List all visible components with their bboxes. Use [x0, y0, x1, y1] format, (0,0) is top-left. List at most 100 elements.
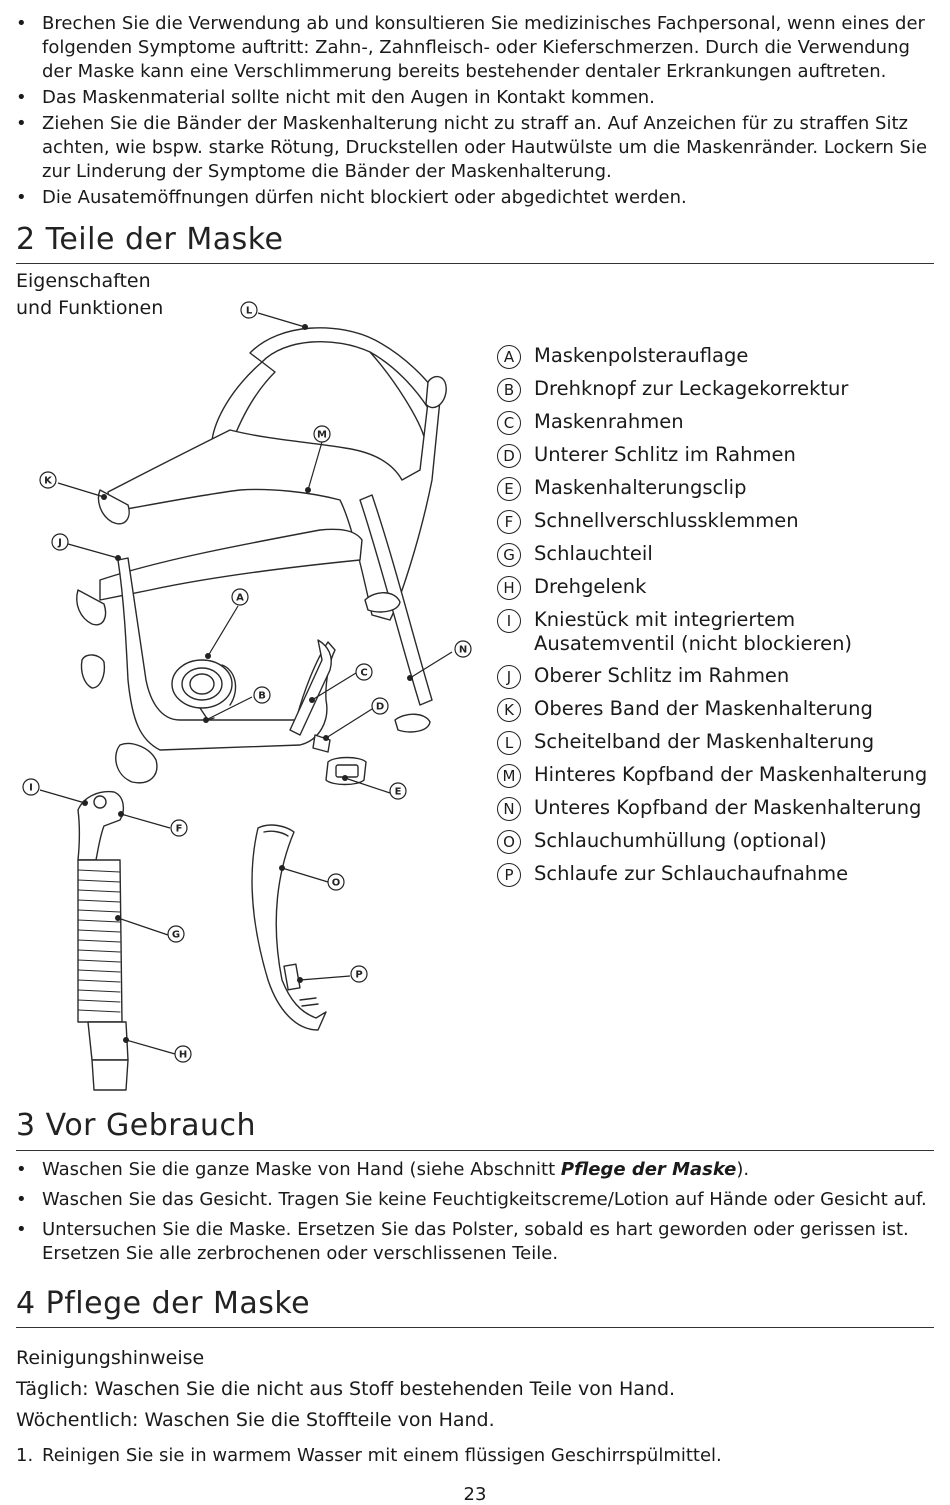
legend-letter-badge: C — [497, 411, 521, 435]
strap-tab — [425, 375, 447, 409]
cross-reference: Pflege der Maske — [560, 1159, 737, 1180]
warning-bullet: •Die Ausatemöffnungen dürfen nicht block… — [16, 187, 687, 208]
cleaning-subheading: Reinigungshinweise — [16, 1347, 205, 1369]
section-3-rule — [16, 1150, 934, 1151]
cushion — [171, 659, 233, 709]
weekly-instruction: Wöchentlich: Waschen Sie die Stoffteile … — [16, 1409, 495, 1431]
legend-letter-badge: N — [497, 797, 521, 821]
callout-label: N — [459, 645, 467, 656]
legend-text: Schlaufe zur Schlauchaufnahme — [534, 862, 849, 885]
legend-item-o: O Schlauchumhüllung (optional) — [497, 829, 937, 854]
legend-text: Drehknopf zur Leckagekorrektur — [534, 377, 849, 400]
legend-item-m: M Hinteres Kopfband der Maskenhalterung — [497, 763, 937, 788]
before-use-bullet: •Untersuchen Sie die Maske. Ersetzen Sie… — [16, 1219, 909, 1264]
before-use-bullet: •Waschen Sie das Gesicht. Tragen Sie kei… — [16, 1189, 927, 1210]
legend-item-d: D Unterer Schlitz im Rahmen — [497, 443, 937, 468]
section-2-title: 2 Teile der Maske — [16, 222, 284, 257]
callout-g: G — [167, 925, 185, 943]
legend-text: Hinteres Kopfband der Maskenhalterung — [534, 763, 928, 786]
legend-letter-badge: P — [497, 863, 521, 887]
callout-o: O — [327, 873, 345, 891]
tube-sleeve — [251, 824, 327, 1031]
cleaning-step: 1.Reinigen Sie sie in warmem Wasser mit … — [16, 1445, 722, 1466]
before-use-list: •Waschen Sie die ganze Maske von Hand (s… — [0, 1158, 935, 1272]
callout-n: N — [454, 640, 472, 658]
callout-label: I — [29, 783, 33, 794]
callout-f: F — [170, 819, 188, 837]
legend-item-l: L Scheitelband der Maskenhalterung — [497, 730, 937, 755]
legend-item-k: K Oberes Band der Maskenhalterung — [497, 697, 937, 722]
section-3-title: 3 Vor Gebrauch — [16, 1108, 257, 1143]
legend-text: Oberes Band der Maskenhalterung — [534, 697, 873, 720]
callout-label: O — [332, 878, 341, 889]
strap-tab — [364, 592, 401, 613]
legend-text: Oberer Schlitz im Rahmen — [534, 664, 790, 687]
warning-bullet: •Das Maskenmaterial sollte nicht mit den… — [16, 87, 655, 108]
cleaning-steps: 1.Reinigen Sie sie in warmem Wasser mit … — [0, 1444, 935, 1468]
callout-label: D — [376, 702, 384, 713]
legend-letter-badge: G — [497, 543, 521, 567]
legend-text: Schnellverschlussklemmen — [534, 509, 799, 532]
legend-text: Schlauchumhüllung (optional) — [534, 829, 827, 852]
section-4-rule — [16, 1327, 934, 1328]
callout-m: M — [313, 425, 331, 443]
callout-label: P — [355, 970, 362, 981]
callout-c: C — [355, 663, 373, 681]
headgear-clip-e — [325, 756, 367, 786]
legend-item-h: H Drehgelenk — [497, 575, 937, 600]
callout-k: K — [39, 471, 57, 489]
legend-letter-badge: B — [497, 378, 521, 402]
legend-text: Unterer Schlitz im Rahmen — [534, 443, 796, 466]
legend-letter-badge: A — [497, 345, 521, 369]
strap-tab — [394, 713, 431, 733]
callout-label: M — [317, 430, 327, 441]
callout-label: J — [57, 538, 62, 549]
page-number: 23 — [463, 1484, 487, 1505]
callout-b: B — [253, 686, 271, 704]
legend-letter-badge: D — [497, 444, 521, 468]
legend-letter-badge: K — [497, 698, 521, 722]
section-4-title: 4 Pflege der Maske — [16, 1286, 311, 1321]
features-subheading: Eigenschaften und Funktionen — [16, 270, 164, 319]
legend-item-b: B Drehknopf zur Leckagekorrektur — [497, 377, 937, 402]
headgear-frame — [107, 399, 441, 621]
callout-label: A — [236, 593, 244, 604]
legend-letter-badge: M — [497, 764, 521, 788]
callout-label: B — [258, 691, 266, 702]
legend-text: Schlauchteil — [534, 542, 653, 565]
legend-letter-badge: H — [497, 576, 521, 600]
legend-letter-badge: I — [497, 609, 521, 633]
legend-item-c: C Maskenrahmen — [497, 410, 937, 435]
legend-letter-badge: J — [497, 665, 521, 689]
warning-bullet-list: •Brechen Sie die Verwendung ab und konsu… — [0, 12, 935, 212]
callout-j: J — [51, 533, 69, 551]
callout-l: L — [240, 301, 258, 319]
elbow — [77, 790, 125, 861]
legend-text: Scheitelband der Maskenhalterung — [534, 730, 875, 753]
legend-item-p: P Schlaufe zur Schlauchaufnahme — [497, 862, 937, 887]
daily-instruction: Täglich: Waschen Sie die nicht aus Stoff… — [16, 1378, 676, 1400]
callout-label: F — [176, 824, 183, 835]
callout-a: A — [231, 588, 249, 606]
legend-letter-badge: L — [497, 731, 521, 755]
legend-letter-badge: F — [497, 510, 521, 534]
callout-label: L — [246, 306, 253, 317]
legend-letter-badge: O — [497, 830, 521, 854]
warning-bullet: •Brechen Sie die Verwendung ab und konsu… — [16, 13, 925, 82]
legend-text: Maskenrahmen — [534, 410, 684, 433]
legend-text: Drehgelenk — [534, 575, 647, 598]
legend-text: Unteres Kopfband der Maskenhalterung — [534, 796, 922, 819]
legend-item-g: G Schlauchteil — [497, 542, 937, 567]
before-use-bullet: •Waschen Sie die ganze Maske von Hand (s… — [16, 1159, 750, 1180]
legend-item-n: N Unteres Kopfband der Maskenhalterung — [497, 796, 937, 821]
headgear-clip — [80, 654, 106, 689]
swivel — [87, 1021, 129, 1061]
callout-d: D — [371, 697, 389, 715]
